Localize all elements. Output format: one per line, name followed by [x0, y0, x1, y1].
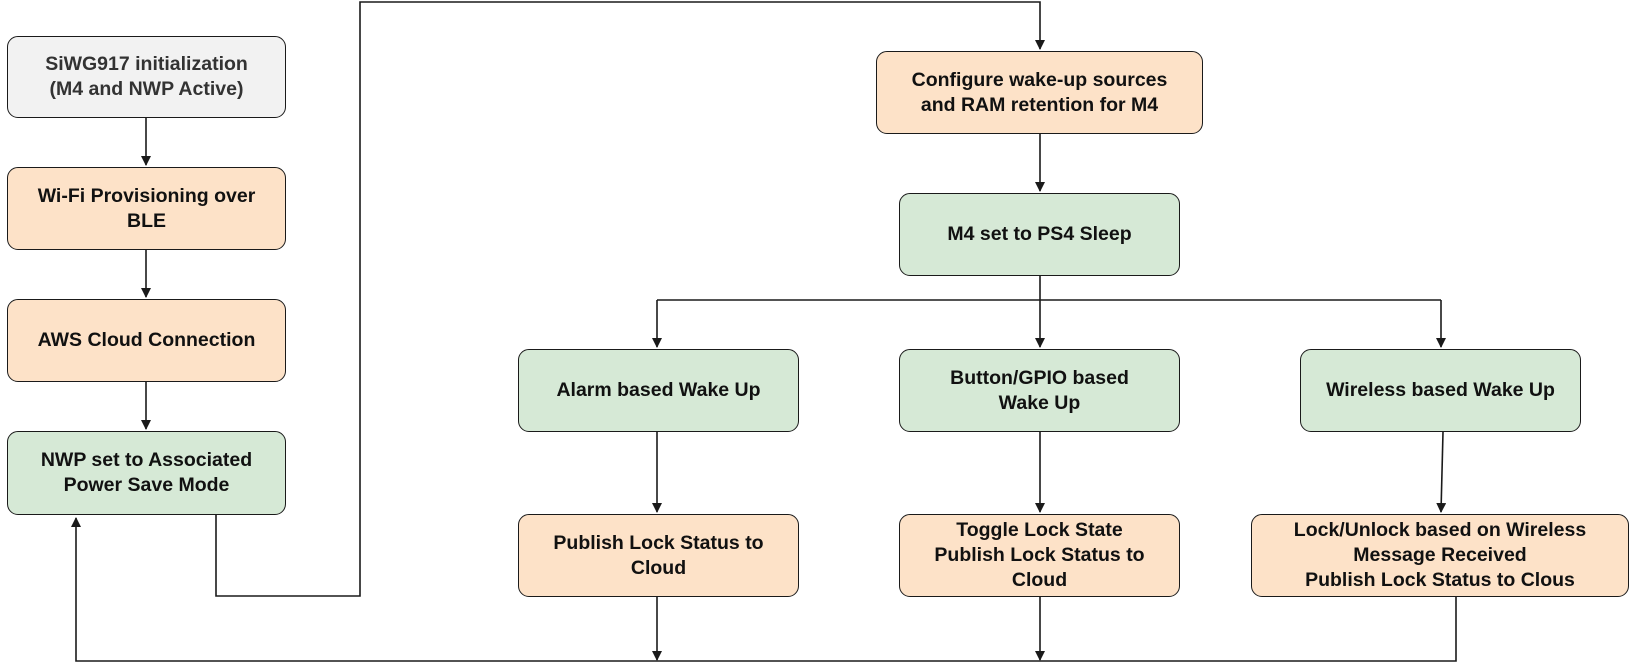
node-publish-lock-status: Publish Lock Status to Cloud	[518, 514, 799, 597]
node-wifi-provisioning: Wi-Fi Provisioning over BLE	[7, 167, 286, 250]
node-toggle-lock-state: Toggle Lock State Publish Lock Status to…	[899, 514, 1180, 597]
node-wireless-wakeup: Wireless based Wake Up	[1300, 349, 1581, 432]
node-nwp-power-save: NWP set to Associated Power Save Mode	[7, 431, 286, 515]
node-m4-ps4-sleep: M4 set to PS4 Sleep	[899, 193, 1180, 276]
arrow-nwp-to-configure	[215, 1, 1045, 597]
node-configure-wakeup: Configure wake-up sources and RAM retent…	[876, 51, 1203, 134]
node-init: SiWG917 initialization (M4 and NWP Activ…	[7, 36, 286, 118]
return-line	[71, 517, 1457, 662]
node-button-gpio-wakeup: Button/GPIO based Wake Up	[899, 349, 1180, 432]
node-aws-cloud: AWS Cloud Connection	[7, 299, 286, 382]
node-alarm-wakeup: Alarm based Wake Up	[518, 349, 799, 432]
arrow-wireless-to-lockunlock	[1436, 431, 1447, 513]
node-lock-unlock-wireless: Lock/Unlock based on Wireless Message Re…	[1251, 514, 1629, 597]
